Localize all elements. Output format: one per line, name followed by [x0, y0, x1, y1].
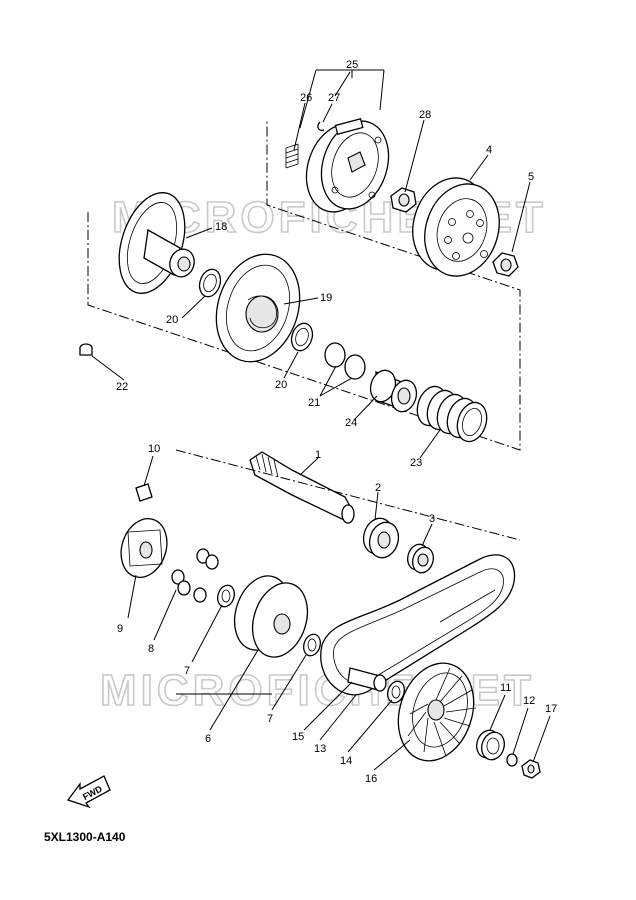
callout-5: 5 — [528, 171, 534, 183]
callout-10: 10 — [148, 443, 160, 455]
part-25-clutch-carrier — [305, 117, 390, 213]
part-22-pin — [79, 343, 93, 356]
callout-21: 21 — [308, 397, 320, 409]
part-1-shaft — [249, 451, 355, 524]
callout-14: 14 — [340, 755, 352, 767]
fwd-arrow-icon: FWD — [66, 775, 111, 809]
callout-12: 12 — [523, 695, 535, 707]
part-11-ring — [476, 729, 505, 761]
part-8-weight-rollers — [171, 548, 219, 603]
callout-17: 17 — [545, 703, 557, 715]
part-4-clutch-housing — [412, 177, 500, 277]
callout-22: 22 — [116, 381, 128, 393]
part-17-nut — [521, 759, 541, 779]
part-7-washer-right — [303, 633, 321, 657]
part-26-spring — [285, 143, 299, 169]
part-16-fan-sheave — [397, 662, 477, 762]
callout-8: 8 — [148, 643, 154, 655]
callout-20-lower: 20 — [275, 379, 287, 391]
callout-24: 24 — [345, 417, 357, 429]
part-5-nut — [492, 252, 519, 277]
callout-13: 13 — [314, 743, 326, 755]
callout-11: 11 — [500, 682, 511, 694]
callout-26: 26 — [300, 92, 312, 104]
part-10-slider — [135, 483, 153, 502]
part-7-washer-left — [217, 584, 235, 608]
part-20-upper-seal — [198, 268, 222, 298]
part-2-bearing — [362, 517, 400, 559]
callout-18: 18 — [215, 221, 227, 233]
callout-4: 4 — [486, 144, 492, 156]
leader-lines — [91, 71, 551, 771]
part-18-fixed-sheave — [118, 192, 195, 294]
callout-16: 16 — [365, 773, 377, 785]
callout-25: 25 — [346, 59, 358, 71]
part-19-sliding-sheave — [215, 253, 301, 363]
part-3-spacer — [407, 543, 434, 574]
part-20-lower-seal — [290, 322, 314, 352]
callout-7-left: 7 — [184, 665, 190, 677]
upper-assembly-frame — [87, 120, 521, 451]
callouts: 25 26 27 28 4 5 18 20 19 20 21 24 23 22 … — [116, 59, 557, 785]
callout-9: 9 — [117, 623, 123, 635]
diagram-code: 5XL1300-A140 — [44, 830, 126, 844]
callout-3: 3 — [429, 513, 435, 525]
part-6-primary-sheave — [233, 575, 309, 658]
callout-27: 27 — [328, 92, 340, 104]
callout-7-right: 7 — [267, 713, 273, 725]
part-21-o-rings — [324, 342, 366, 380]
part-12-washer — [506, 753, 518, 767]
part-28-nut — [390, 187, 417, 213]
part-9-cam-plate — [120, 518, 168, 578]
callout-23: 23 — [410, 457, 422, 469]
part-27-clip — [317, 121, 325, 132]
callout-1: 1 — [315, 449, 321, 461]
callout-6: 6 — [205, 733, 211, 745]
part-24-collar — [369, 369, 418, 413]
callout-28: 28 — [419, 109, 431, 121]
callout-15: 15 — [292, 731, 304, 743]
callout-2: 2 — [375, 482, 381, 494]
callout-20-upper: 20 — [166, 314, 178, 326]
part-23-spring — [416, 385, 488, 443]
bracket-25 — [299, 69, 385, 129]
part-15-collar — [347, 667, 387, 692]
callout-19: 19 — [320, 292, 332, 304]
part-14-seal — [387, 680, 405, 704]
